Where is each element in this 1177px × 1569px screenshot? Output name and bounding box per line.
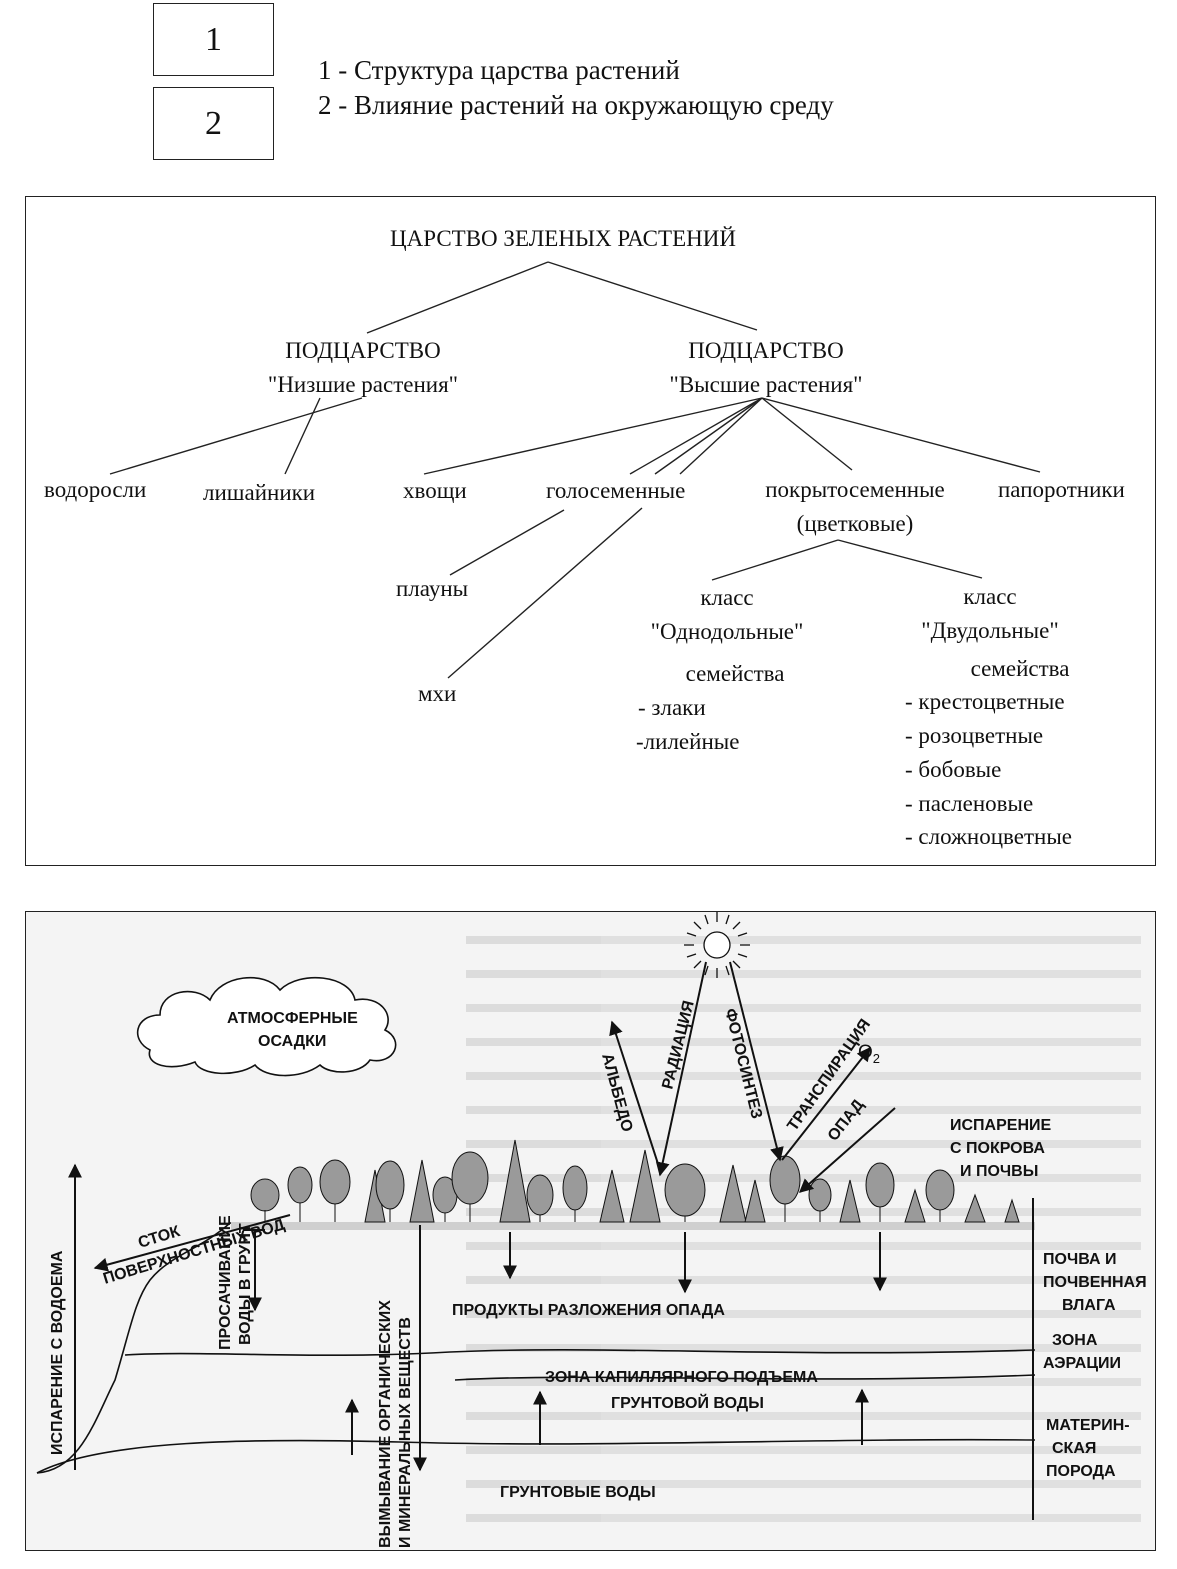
soil-band: [231, 1222, 1035, 1230]
albedo-arrow: [609, 1020, 661, 1171]
legend-number-1: 1: [205, 20, 222, 58]
legend-text-1: 1 - Структура царства растений: [318, 55, 680, 85]
tree-sub-left-name: "Низшие растения": [267, 372, 459, 397]
transpiration-arrow: [781, 1046, 871, 1161]
tree-di-name: "Двудольные": [921, 618, 1059, 643]
seepage-label-2: ВОДЫ В ГРУНТ: [237, 1223, 254, 1345]
o2-label: O2: [858, 1042, 880, 1066]
tree-di-item: - бобовые: [905, 757, 1002, 782]
photosynthesis-label: ФОТОСИНТЕЗ: [721, 1007, 765, 1121]
leaching-label-2: И МИНЕРАЛЬНЫХ ВЕЩЕСТВ: [397, 1317, 414, 1548]
albedo-label: АЛЬБЕДО: [598, 1052, 635, 1134]
tree-sub-right-name: "Высшие растения": [669, 372, 863, 397]
tree-di-class: класс: [963, 584, 1017, 609]
evap-water-label: ИСПАРЕНИЕ С ВОДОЕМА: [49, 1250, 66, 1455]
tree-angiosperms: покрытосеменные: [765, 477, 945, 502]
tree-di-item: - крестоцветные: [905, 689, 1065, 714]
cloud-icon: [136, 976, 397, 1077]
aeration-zone-label: ЗОНА: [1052, 1332, 1098, 1349]
photosynthesis-arrow: [729, 961, 784, 1162]
evap-cover-label: ИСПАРЕНИЕ: [950, 1117, 1052, 1134]
groundwater-line: [36, 1438, 1036, 1474]
forest-trees: [250, 1139, 1020, 1223]
legend-box-1: 1: [153, 3, 274, 76]
groundwater-label: ГРУНТОВЫЕ ВОДЫ: [500, 1484, 656, 1501]
runoff-label-2: ПОВЕРХНОСТНЫХ ВОД: [101, 1216, 287, 1288]
capillary-label-2: ГРУНТОВОЙ ВОДЫ: [611, 1393, 764, 1412]
bedrock-zone-label-3: ПОРОДА: [1046, 1463, 1116, 1480]
tree-clubmosses: плауны: [396, 576, 469, 601]
radiation-arrow: [655, 961, 707, 1177]
litter-arrow: [798, 1107, 896, 1193]
tree-sub-left-title: ПОДЦАРСТВО: [285, 338, 441, 363]
aeration-zone-label-2: АЭРАЦИИ: [1043, 1355, 1121, 1372]
leaching-label: ВЫМЫВАНИЕ ОРГАНИЧЕСКИХ: [377, 1300, 394, 1548]
tree-ferns: папоротники: [998, 477, 1125, 502]
tree-horsetails: хвощи: [403, 478, 467, 503]
bedrock-zone-label-2: СКАЯ: [1052, 1440, 1096, 1457]
tree-root: ЦАРСТВО ЗЕЛЕНЫХ РАСТЕНИЙ: [390, 226, 736, 251]
slope-surface-line: [36, 1222, 231, 1474]
evap-cover-label-2: С ПОКРОВА: [950, 1140, 1045, 1157]
legend-box-2: 2: [153, 87, 274, 160]
soil-zone-label: ПОЧВА И: [1043, 1251, 1116, 1268]
tree-mosses: мхи: [418, 681, 457, 706]
tree-di-families: семейства: [970, 656, 1070, 681]
transpiration-label: ТРАНСПИРАЦИЯ: [784, 1016, 874, 1134]
seepage-label: ПРОСАЧИВАНИЕ: [217, 1215, 234, 1350]
soil-zone-label-2: ПОЧВЕННАЯ: [1043, 1274, 1147, 1291]
tree-mono-name: "Однодольные": [650, 619, 804, 644]
evap-cover-label-3: И ПОЧВЫ: [960, 1163, 1038, 1180]
tree-mono-families: семейства: [685, 661, 785, 686]
atmospheric-label-2: ОСАДКИ: [258, 1033, 326, 1050]
decomposition-label: ПРОДУКТЫ РАЗЛОЖЕНИЯ ОПАДА: [452, 1302, 725, 1319]
tree-angiosperms-note: (цветковые): [796, 511, 914, 536]
runoff-label: СТОК: [136, 1223, 182, 1252]
soil-zone-label-3: ВЛАГА: [1062, 1297, 1116, 1314]
tree-mono-item: -лилейные: [636, 729, 740, 754]
tree-mono-class: класс: [700, 585, 754, 610]
tree-mono-item: - злаки: [638, 695, 706, 720]
capillary-top-line: [454, 1374, 1036, 1381]
legend-text-2: 2 - Влияние растений на окружающую среду: [318, 90, 834, 120]
tree-gymnosperms: голосеменные: [546, 478, 686, 503]
tree-di-item: - сложноцветные: [905, 824, 1072, 849]
capillary-label: ЗОНА КАПИЛЛЯРНОГО ПОДЪЕМА: [545, 1369, 818, 1386]
radiation-label: РАДИАЦИЯ: [659, 999, 697, 1091]
tree-di-item: - пасленовые: [905, 791, 1034, 816]
runoff-arrow: [93, 1214, 291, 1272]
aeration-boundary-line: [124, 1349, 1036, 1357]
sun-icon: [684, 912, 750, 978]
tree-algae: водоросли: [44, 477, 147, 502]
tree-sub-right-title: ПОДЦАРСТВО: [688, 338, 844, 363]
atmospheric-label: АТМОСФЕРНЫЕ: [227, 1010, 358, 1027]
legend-number-2: 2: [205, 104, 222, 142]
tree-di-item: - розоцветные: [905, 723, 1044, 748]
bedrock-zone-label: МАТЕРИН-: [1046, 1417, 1130, 1434]
tree-lichens: лишайники: [203, 480, 316, 505]
